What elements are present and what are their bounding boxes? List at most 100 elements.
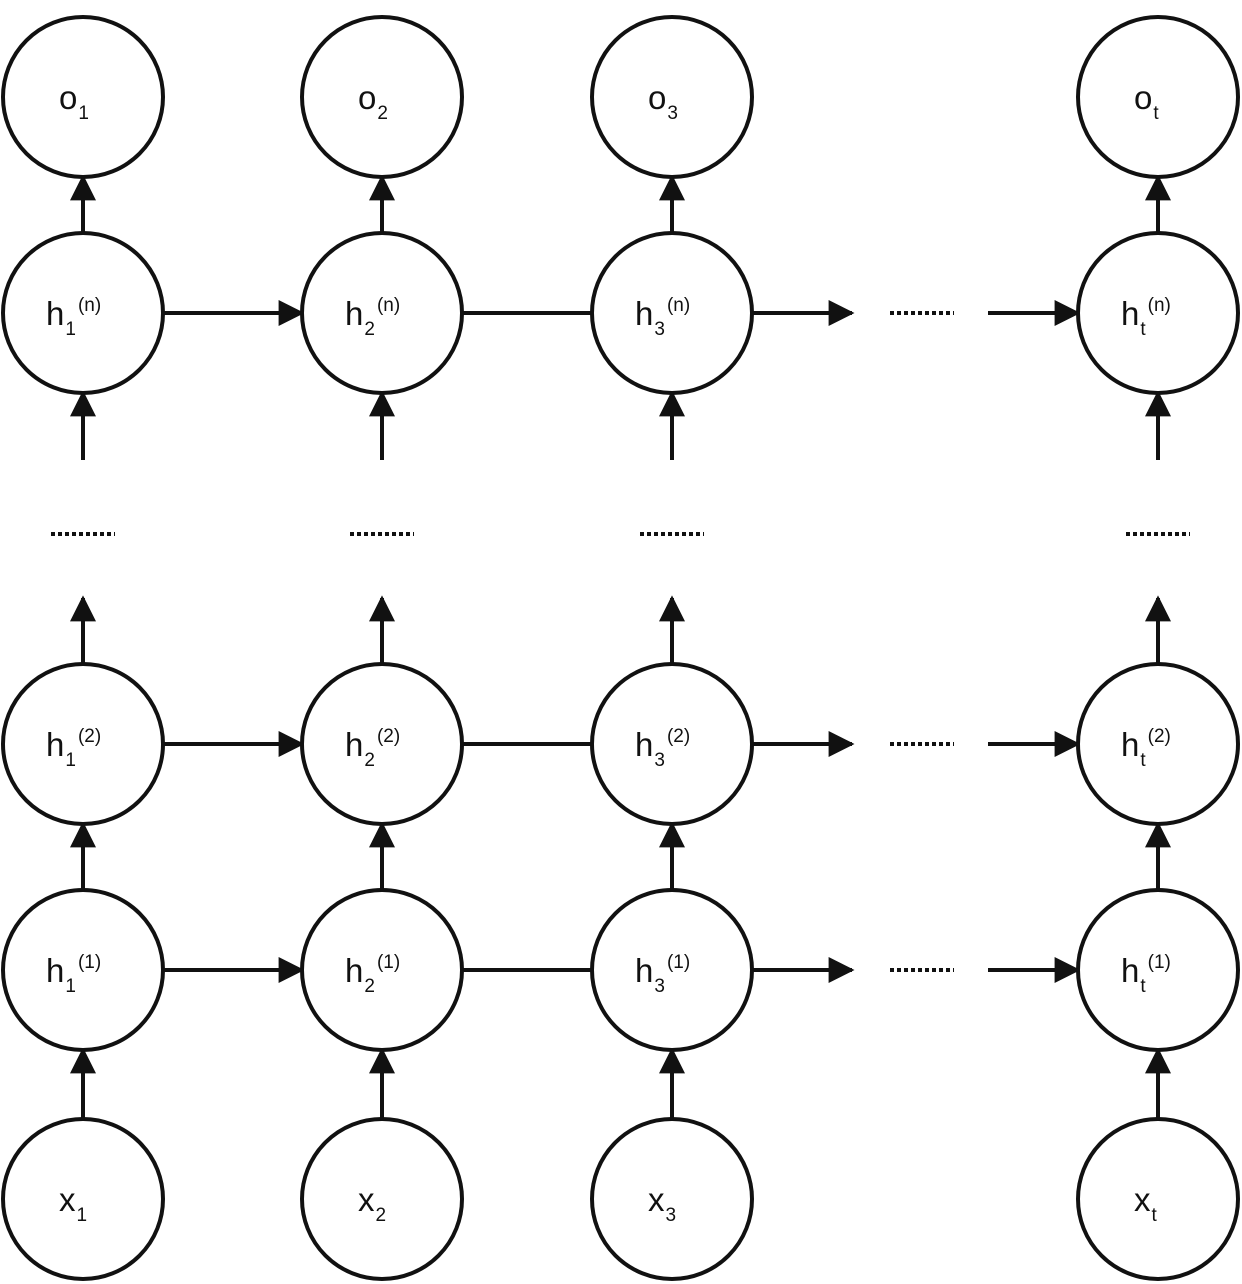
node-circle	[300, 15, 464, 179]
label-base: h	[1121, 726, 1139, 763]
node-circle	[590, 662, 754, 826]
label-subscript: t	[1152, 1205, 1158, 1226]
label-subscript: 3	[654, 750, 665, 771]
node-label: h3(n)	[635, 295, 690, 340]
node-label: h1(2)	[46, 726, 101, 771]
node-circle	[1076, 662, 1240, 826]
label-base: h	[46, 726, 64, 763]
node-label: h2(1)	[345, 952, 400, 997]
node-label: o3	[648, 79, 678, 124]
node-circle	[1, 231, 165, 395]
label-superscript: (n)	[377, 295, 400, 316]
label-superscript: (n)	[667, 295, 690, 316]
label-subscript: 1	[65, 750, 76, 771]
node-circle	[300, 888, 464, 1052]
node-output-3: o3	[590, 15, 754, 179]
label-base: o	[59, 79, 77, 116]
node-circle	[590, 15, 754, 179]
node-label: o1	[59, 79, 89, 124]
node-layer_n-3: h3(n)	[590, 231, 754, 395]
label-subscript: 1	[78, 103, 89, 124]
label-superscript: (1)	[667, 952, 690, 973]
label-base: h	[345, 726, 363, 763]
node-circle	[1, 15, 165, 179]
node-label: h2(n)	[345, 295, 400, 340]
node-layer_1-3: h3(1)	[590, 888, 754, 1052]
ellipsis-group	[51, 311, 1190, 972]
node-circle	[1, 1117, 165, 1281]
node-label: ht(2)	[1121, 726, 1171, 771]
node-circle	[1, 662, 165, 826]
label-subscript: 3	[666, 1205, 677, 1226]
edges-group	[70, 174, 1171, 1119]
node-layer_2-3: h3(2)	[590, 662, 754, 826]
label-subscript: 3	[654, 319, 665, 340]
node-circle	[590, 231, 754, 395]
node-circle	[590, 1117, 754, 1281]
label-superscript: (n)	[1148, 295, 1171, 316]
node-layer_1-1: h1(1)	[1, 888, 165, 1052]
node-layer_2-1: h1(2)	[1, 662, 165, 826]
label-base: x	[1134, 1181, 1151, 1218]
node-layer_n-4: ht(n)	[1076, 231, 1240, 395]
label-superscript: (1)	[78, 952, 101, 973]
label-base: h	[635, 952, 653, 989]
label-subscript: 2	[364, 319, 375, 340]
node-layer_1-2: h2(1)	[300, 888, 464, 1052]
node-layer_1-4: ht(1)	[1076, 888, 1240, 1052]
label-subscript: t	[1140, 976, 1146, 997]
node-layer_n-1: h1(n)	[1, 231, 165, 395]
node-circle	[300, 231, 464, 395]
label-base: o	[358, 79, 376, 116]
node-label: ot	[1134, 79, 1159, 124]
label-subscript: 2	[376, 1205, 387, 1226]
label-subscript: 1	[77, 1205, 88, 1226]
label-base: h	[635, 295, 653, 332]
label-base: h	[345, 295, 363, 332]
node-label: h3(1)	[635, 952, 690, 997]
node-input-1: x1	[1, 1117, 165, 1281]
label-base: h	[635, 726, 653, 763]
label-subscript: t	[1153, 103, 1159, 124]
label-subscript: 3	[667, 103, 678, 124]
node-label: h1(n)	[46, 295, 101, 340]
node-output-2: o2	[300, 15, 464, 179]
label-base: h	[345, 952, 363, 989]
node-label: x1	[59, 1181, 87, 1226]
label-base: o	[1134, 79, 1152, 116]
node-output-1: o1	[1, 15, 165, 179]
node-label: x2	[358, 1181, 386, 1226]
label-base: h	[46, 952, 64, 989]
node-label: o2	[358, 79, 388, 124]
label-superscript: (n)	[78, 295, 101, 316]
label-subscript: 1	[65, 976, 76, 997]
label-base: o	[648, 79, 666, 116]
node-circle	[1076, 15, 1240, 179]
node-label: ht(n)	[1121, 295, 1171, 340]
node-label: ht(1)	[1121, 952, 1171, 997]
label-superscript: (1)	[1148, 952, 1171, 973]
node-circle	[300, 662, 464, 826]
label-subscript: t	[1140, 319, 1146, 340]
label-superscript: (2)	[667, 726, 690, 747]
node-label: h1(1)	[46, 952, 101, 997]
label-subscript: t	[1140, 750, 1146, 771]
label-subscript: 1	[65, 319, 76, 340]
label-base: h	[1121, 295, 1139, 332]
label-superscript: (2)	[78, 726, 101, 747]
node-circle	[1, 888, 165, 1052]
label-superscript: (2)	[377, 726, 400, 747]
node-circle	[1076, 888, 1240, 1052]
node-layer_2-4: ht(2)	[1076, 662, 1240, 826]
label-base: x	[648, 1181, 665, 1218]
label-base: x	[59, 1181, 76, 1218]
nodes-group: o1h1(n)h1(2)h1(1)x1o2h2(n)h2(2)h2(1)x2o3…	[1, 15, 1240, 1281]
label-subscript: 2	[364, 750, 375, 771]
node-output-4: ot	[1076, 15, 1240, 179]
node-label: x3	[648, 1181, 676, 1226]
label-superscript: (1)	[377, 952, 400, 973]
node-input-2: x2	[300, 1117, 464, 1281]
label-superscript: (2)	[1148, 726, 1171, 747]
node-circle	[1076, 1117, 1240, 1281]
